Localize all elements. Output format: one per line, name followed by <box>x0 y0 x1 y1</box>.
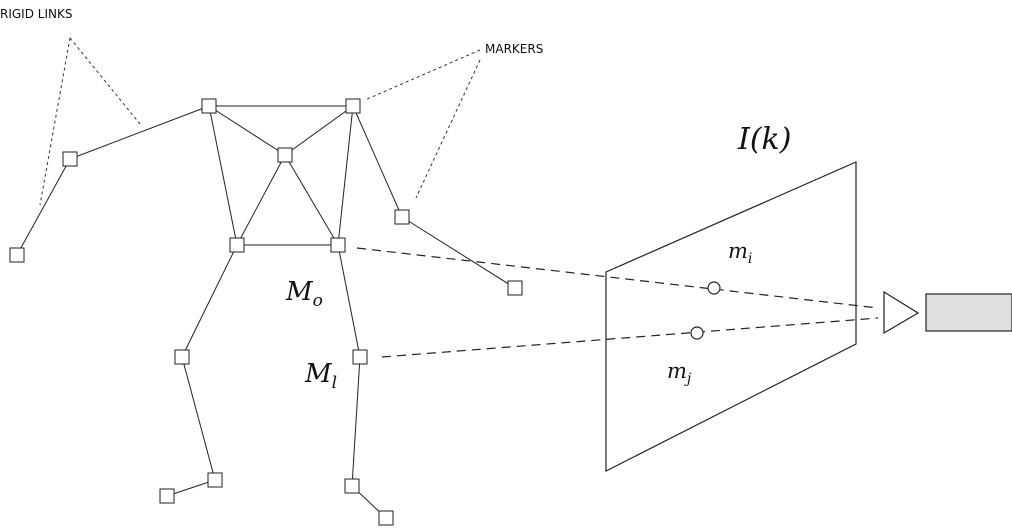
link-right-elbow-hand <box>401 216 516 289</box>
camera <box>883 290 1012 335</box>
M-o-label: Mo <box>285 277 323 311</box>
marker-right-foot <box>378 510 394 526</box>
projection-rays <box>356 247 879 358</box>
marker-left-ankle <box>207 472 223 488</box>
marker-left-elbow <box>62 151 78 167</box>
link-left-shoulder-chest <box>208 105 286 156</box>
annotation-leaders <box>39 37 481 206</box>
markers-label: MARKERS <box>485 42 543 56</box>
image-points <box>690 281 721 340</box>
skeleton-links <box>16 105 516 519</box>
link-left-shoulder-hip <box>208 105 238 246</box>
rigid-links-label: RIGID LINKS <box>0 7 72 21</box>
marker-left-foot <box>159 488 175 504</box>
leader-markers-1 <box>364 49 481 101</box>
link-left-hip-knee <box>181 244 238 358</box>
link-right-knee-ankle <box>351 356 361 487</box>
leader-rigid-links-1 <box>39 37 71 206</box>
image-frame-label: I(k) <box>737 122 791 157</box>
link-chest-left-hip <box>236 154 286 246</box>
link-right-hip-knee <box>337 244 361 358</box>
skeleton-markers <box>9 98 523 526</box>
ray-M-l <box>381 317 879 358</box>
marker-right-shoulder <box>345 98 361 114</box>
marker-right-hip <box>330 237 346 253</box>
marker-left-shoulder <box>201 98 217 114</box>
marker-left-hand <box>9 247 25 263</box>
marker-right-ankle <box>344 478 360 494</box>
ray-M-o <box>356 247 879 309</box>
leader-rigid-links-2 <box>69 37 141 125</box>
leader-markers-2 <box>415 59 481 199</box>
link-left-elbow-shoulder <box>69 105 210 160</box>
image-plane <box>605 161 857 472</box>
image-point-m-j <box>690 326 704 340</box>
link-right-shoulder-elbow <box>352 105 403 218</box>
m-j-label: mj <box>667 359 692 387</box>
marker-right-hand <box>507 280 523 296</box>
link-right-shoulder-chest <box>284 105 354 156</box>
marker-chest <box>277 147 293 163</box>
link-right-shoulder-hip <box>337 105 354 246</box>
link-left-hand-elbow <box>16 158 71 256</box>
link-left-ankle-foot <box>166 479 216 497</box>
marker-right-knee <box>352 349 368 365</box>
link-left-knee-ankle <box>181 356 216 481</box>
image-point-m-i <box>707 281 721 295</box>
m-i-label: mi <box>728 239 752 267</box>
marker-left-knee <box>174 349 190 365</box>
marker-left-hip <box>229 237 245 253</box>
marker-right-elbow <box>394 209 410 225</box>
link-chest-right-hip <box>284 154 339 246</box>
camera-body-icon <box>925 293 1012 332</box>
M-l-label: Ml <box>304 359 337 393</box>
camera-lens-icon <box>883 290 920 335</box>
